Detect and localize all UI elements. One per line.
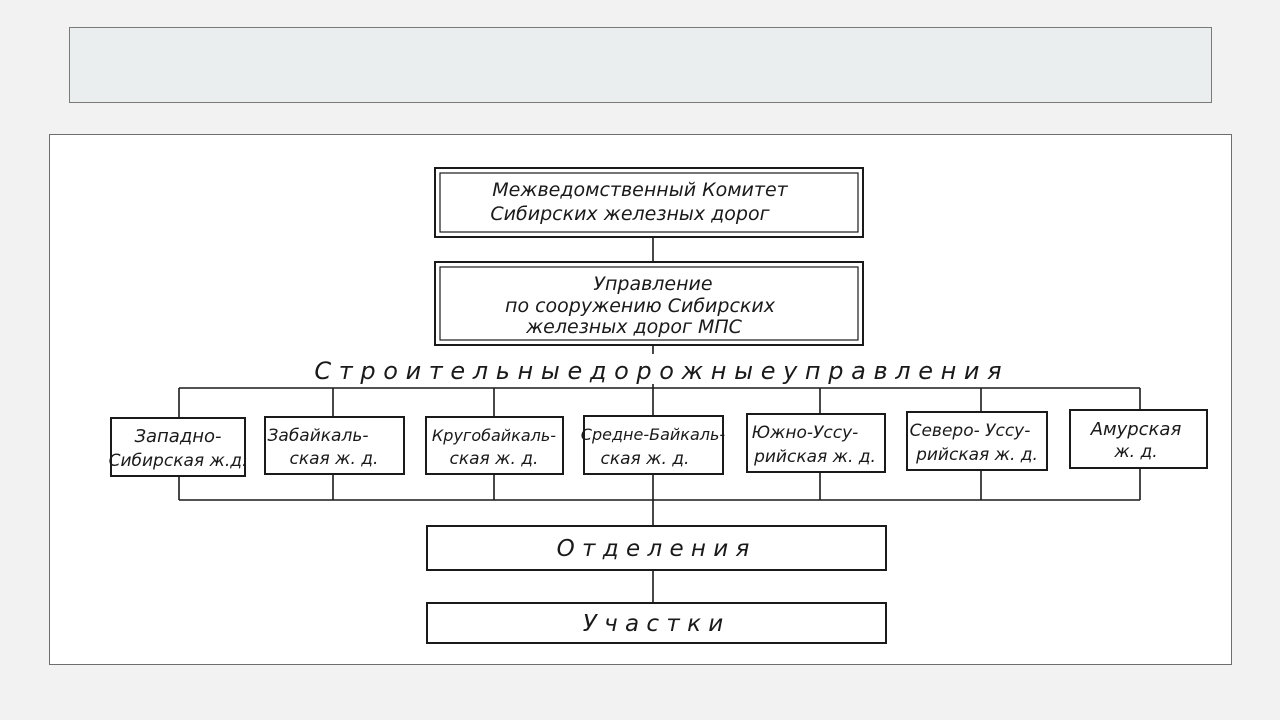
railway-box-north-ussuri: Северо- Уссу- рийская ж. д. [906,411,1048,471]
railway-label: Южно-Уссу- [752,423,859,443]
sections-label: У ч а с т к и [583,611,724,637]
railway-label: рийская ж. д. [915,445,1038,465]
railway-label: рийская ж. д. [753,447,876,467]
box-sections: У ч а с т к и [426,602,887,644]
railway-box-circum-baikal: Кругобайкаль- ская ж. д. [425,416,564,475]
box-departments: О т д е л е н и я [426,525,887,571]
railway-box-transbaikal: Забайкаль- ская ж. д. [264,416,405,475]
railway-label: Кругобайкаль- [432,426,556,445]
railway-label: Сибирская ж.д. [109,451,248,471]
departments-label: О т д е л е н и я [557,536,750,562]
railway-box-west-siberian: Западно- Сибирская ж.д. [109,417,248,477]
railway-label: ская ж. д. [290,449,379,469]
administration-line-2: по сооружению Сибирских [505,295,776,317]
railway-box-amur: Амурская ж. д. [1069,409,1208,469]
railway-label: ж. д. [1113,442,1157,462]
connector-lines [178,237,1141,603]
railway-label: Амурская [1090,419,1182,440]
slide-title-box [69,27,1212,103]
committee-line-1: Межведомственный Комитет [492,179,788,201]
band-label-bg [270,354,1046,384]
railway-label: Западно- [134,426,221,447]
railway-box-south-ussuri: Южно-Уссу- рийская ж. д. [746,413,886,473]
administration-line-3: железных дорог МПС [525,316,743,338]
box-construction-administration: Управление по сооружению Сибирских желез… [434,261,864,346]
railway-label: Средне-Байкаль- [581,425,726,444]
railway-boxes: Западно- Сибирская ж.д. Забайкаль- ская … [109,409,1208,477]
committee-line-2: Сибирских железных дорог [490,203,770,225]
railway-label: ская ж. д. [601,449,690,469]
box-interdepartmental-committee: Межведомственный Комитет Сибирских желез… [434,167,864,238]
construction-road-administrations-label: С т р о и т е л ь н ы е д о р о ж н ы е … [314,357,1001,385]
railway-label: ская ж. д. [450,449,539,469]
administration-line-1: Управление [593,273,712,295]
railway-label: Северо- Уссу- [910,421,1031,441]
railway-box-middle-baikal: Средне-Байкаль- ская ж. д. [581,415,726,475]
railway-label: Забайкаль- [268,426,369,446]
